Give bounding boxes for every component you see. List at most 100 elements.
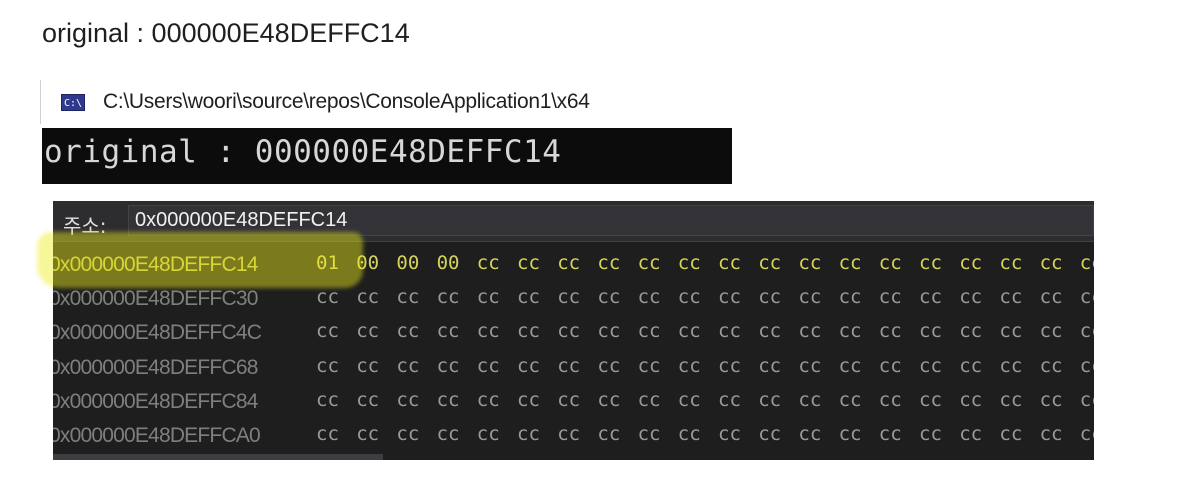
memory-byte[interactable]: cc: [999, 286, 1023, 309]
memory-byte[interactable]: cc: [316, 286, 339, 309]
memory-byte[interactable]: cc: [356, 388, 380, 411]
memory-byte[interactable]: cc: [396, 354, 420, 377]
memory-byte[interactable]: cc: [838, 286, 862, 309]
memory-byte[interactable]: cc: [517, 252, 540, 274]
memory-byte[interactable]: cc: [838, 423, 862, 445]
memory-byte[interactable]: cc: [1079, 388, 1094, 411]
memory-byte[interactable]: cc: [436, 388, 460, 411]
memory-byte[interactable]: cc: [396, 423, 420, 445]
memory-byte[interactable]: cc: [476, 286, 500, 309]
memory-byte[interactable]: cc: [517, 388, 540, 411]
memory-byte[interactable]: cc: [1039, 388, 1063, 411]
memory-byte[interactable]: cc: [557, 423, 581, 445]
memory-byte[interactable]: cc: [999, 320, 1023, 343]
memory-byte[interactable]: cc: [798, 354, 822, 377]
memory-byte[interactable]: cc: [637, 423, 661, 445]
memory-byte[interactable]: cc: [999, 252, 1023, 274]
memory-byte[interactable]: cc: [517, 423, 540, 445]
memory-byte[interactable]: cc: [999, 423, 1023, 445]
memory-byte[interactable]: cc: [718, 252, 741, 274]
memory-byte[interactable]: cc: [999, 388, 1023, 411]
memory-byte[interactable]: 00: [356, 252, 380, 274]
memory-byte[interactable]: cc: [557, 388, 581, 411]
memory-byte[interactable]: cc: [677, 354, 701, 377]
memory-byte[interactable]: cc: [597, 286, 621, 309]
memory-byte[interactable]: cc: [959, 388, 983, 411]
memory-byte[interactable]: cc: [356, 354, 380, 377]
memory-byte[interactable]: cc: [557, 286, 581, 309]
memory-byte[interactable]: cc: [1039, 423, 1063, 445]
memory-byte[interactable]: cc: [637, 320, 661, 343]
memory-byte[interactable]: cc: [758, 286, 782, 309]
memory-byte[interactable]: cc: [677, 423, 701, 445]
memory-byte[interactable]: cc: [878, 423, 902, 445]
memory-byte[interactable]: cc: [1079, 320, 1094, 343]
memory-byte[interactable]: cc: [878, 354, 902, 377]
memory-byte[interactable]: cc: [838, 354, 862, 377]
memory-byte[interactable]: cc: [396, 388, 420, 411]
memory-byte[interactable]: cc: [959, 423, 983, 445]
memory-byte[interactable]: cc: [436, 354, 460, 377]
memory-byte[interactable]: cc: [878, 252, 902, 274]
memory-byte[interactable]: cc: [396, 320, 420, 343]
memory-byte[interactable]: cc: [316, 320, 339, 343]
memory-byte[interactable]: 00: [436, 252, 460, 274]
memory-byte[interactable]: cc: [1039, 354, 1063, 377]
memory-byte[interactable]: cc: [517, 286, 540, 309]
memory-byte[interactable]: cc: [476, 423, 500, 445]
memory-byte[interactable]: cc: [798, 388, 822, 411]
memory-byte[interactable]: cc: [798, 423, 822, 445]
memory-byte[interactable]: cc: [919, 354, 942, 377]
memory-byte[interactable]: cc: [999, 354, 1023, 377]
memory-byte[interactable]: cc: [838, 320, 862, 343]
memory-byte[interactable]: cc: [919, 388, 942, 411]
memory-byte[interactable]: cc: [878, 388, 902, 411]
memory-byte[interactable]: cc: [718, 320, 741, 343]
memory-byte[interactable]: cc: [356, 423, 380, 445]
memory-byte[interactable]: cc: [476, 354, 500, 377]
memory-byte[interactable]: cc: [637, 286, 661, 309]
memory-byte[interactable]: cc: [758, 252, 782, 274]
console-title-bar[interactable]: C:\ C:\Users\woori\source\repos\ConsoleA…: [40, 80, 733, 124]
memory-byte[interactable]: cc: [1079, 354, 1094, 377]
memory-byte[interactable]: cc: [356, 286, 380, 309]
memory-byte[interactable]: cc: [919, 252, 942, 274]
memory-byte[interactable]: cc: [1079, 252, 1094, 274]
memory-byte[interactable]: cc: [517, 320, 540, 343]
memory-byte[interactable]: cc: [476, 252, 500, 274]
memory-byte[interactable]: cc: [718, 286, 741, 309]
memory-byte[interactable]: cc: [1039, 286, 1063, 309]
memory-byte[interactable]: cc: [718, 423, 741, 445]
memory-byte[interactable]: cc: [1079, 286, 1094, 309]
memory-byte[interactable]: cc: [718, 354, 741, 377]
memory-byte[interactable]: cc: [356, 320, 380, 343]
memory-byte[interactable]: cc: [758, 423, 782, 445]
memory-byte[interactable]: cc: [838, 388, 862, 411]
memory-byte[interactable]: cc: [316, 354, 339, 377]
memory-byte[interactable]: cc: [637, 388, 661, 411]
memory-byte[interactable]: cc: [597, 423, 621, 445]
memory-byte[interactable]: cc: [637, 354, 661, 377]
memory-byte[interactable]: cc: [557, 320, 581, 343]
horizontal-scrollbar[interactable]: [53, 454, 383, 460]
memory-byte[interactable]: cc: [597, 354, 621, 377]
memory-byte[interactable]: cc: [878, 286, 902, 309]
memory-byte[interactable]: cc: [436, 320, 460, 343]
memory-byte[interactable]: cc: [517, 354, 540, 377]
memory-byte[interactable]: 00: [396, 252, 420, 274]
memory-byte[interactable]: cc: [677, 320, 701, 343]
memory-byte[interactable]: cc: [959, 354, 983, 377]
memory-byte[interactable]: cc: [919, 320, 942, 343]
memory-byte[interactable]: 01: [316, 252, 339, 274]
memory-byte[interactable]: cc: [677, 286, 701, 309]
memory-byte[interactable]: cc: [798, 320, 822, 343]
memory-byte[interactable]: cc: [1039, 252, 1063, 274]
memory-byte[interactable]: cc: [718, 388, 741, 411]
memory-byte[interactable]: cc: [436, 286, 460, 309]
memory-byte[interactable]: cc: [878, 320, 902, 343]
